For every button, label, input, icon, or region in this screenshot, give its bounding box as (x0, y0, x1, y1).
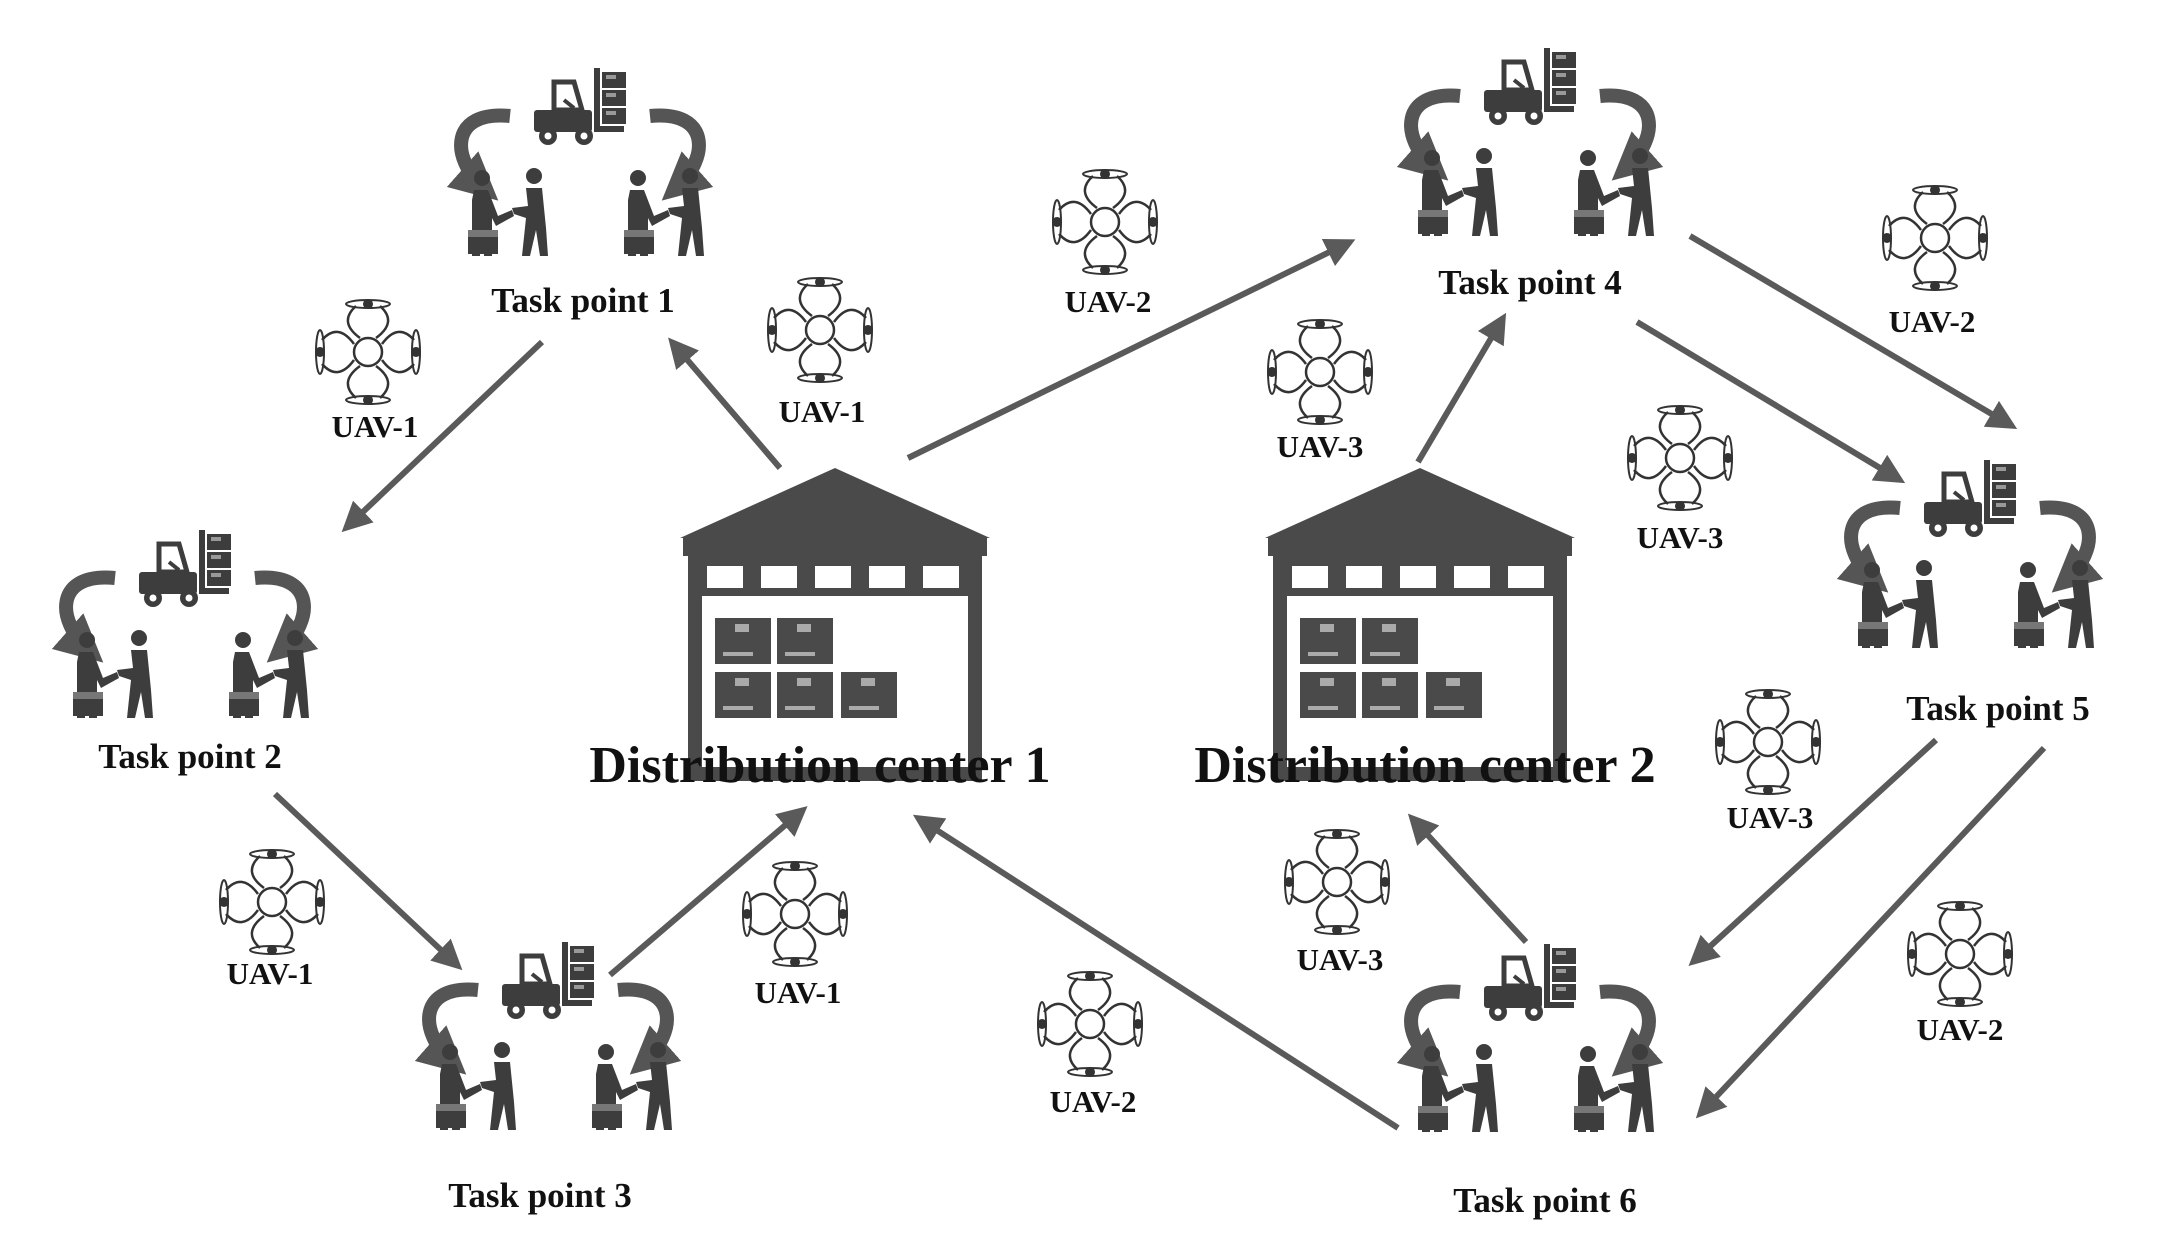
task-point-5: Task point 5 (1851, 460, 2094, 728)
route-arrows (272, 233, 2047, 1131)
forklift-handover-icon (461, 68, 704, 256)
uav-label: UAV-1 (779, 394, 866, 429)
task-point-2-label: Task point 2 (98, 737, 282, 776)
forklift-handover-icon (1851, 460, 2094, 648)
arrow-tp2-tp3 (272, 791, 463, 971)
forklift-handover-icon (429, 942, 672, 1130)
task-point-6: Task point 6 (1411, 944, 1654, 1220)
arrow-tp5-tp6-uav2 (1695, 745, 2047, 1119)
uav-marker: UAV-2 (1905, 899, 2015, 1047)
uav-label: UAV-3 (1297, 942, 1384, 977)
distribution-center-1-label: Distribution center 1 (589, 737, 1050, 794)
uav-label: UAV-2 (1917, 1012, 2004, 1047)
warehouse-icon (680, 468, 990, 774)
arrow-dc2-tp4 (1415, 312, 1507, 464)
task-point-5-label: Task point 5 (1906, 689, 2090, 728)
uav-label: UAV-1 (227, 956, 314, 991)
arrow-dc1-tp1 (668, 337, 783, 470)
uav-icon (1880, 183, 1990, 293)
uav-marker: UAV-2 (1035, 969, 1145, 1119)
distribution-center-2: Distribution center 2 (1194, 468, 1656, 794)
arrow-tp1-tp2 (341, 339, 545, 533)
arrow-tp6-dc2 (1407, 813, 1529, 945)
uav-icon (1905, 899, 2015, 1009)
distribution-center-2-label: Distribution center 2 (1194, 737, 1655, 794)
uav-label: UAV-3 (1727, 800, 1814, 835)
uav-marker: UAV-1 (313, 297, 423, 444)
forklift-handover-icon (1411, 944, 1654, 1132)
arrow-tp4-tp5-uav2 (1688, 233, 2018, 430)
task-point-6-label: Task point 6 (1453, 1181, 1637, 1220)
uav-label: UAV-2 (1065, 284, 1152, 319)
uav-label: UAV-3 (1637, 520, 1724, 555)
task-point-1-label: Task point 1 (491, 281, 675, 320)
uav-marker: UAV-3 (1625, 403, 1735, 555)
uav-label: UAV-2 (1889, 304, 1976, 339)
uav-marker: UAV-1 (217, 847, 327, 991)
task-point-1: Task point 1 (461, 68, 704, 320)
uav-icon (1265, 317, 1375, 427)
uav-icon (765, 275, 875, 385)
arrow-dc1-tp4 (906, 239, 1356, 461)
uav-label: UAV-3 (1277, 429, 1364, 464)
forklift-handover-icon (66, 530, 309, 718)
arrow-tp5-tp6-uav3 (1688, 737, 1939, 967)
uav-label: UAV-1 (755, 975, 842, 1010)
arrow-tp3-dc1 (608, 806, 808, 978)
uav-marker: UAV-3 (1265, 317, 1375, 464)
uav-marker: UAV-2 (1880, 183, 1990, 339)
uav-icon (217, 847, 327, 957)
uav-icon (1050, 167, 1160, 277)
uav-icon (740, 859, 850, 969)
uav-marker: UAV-2 (1050, 167, 1160, 319)
uav-marker: UAV-1 (740, 859, 850, 1010)
uav-marker: UAV-3 (1713, 687, 1823, 835)
task-point-3: Task point 3 (429, 942, 672, 1215)
uav-icon (313, 297, 423, 407)
task-point-3-label: Task point 3 (448, 1176, 632, 1215)
uav-icon (1713, 687, 1823, 797)
distribution-center-1: Distribution center 1 (589, 468, 1051, 794)
uav-icon (1035, 969, 1145, 1079)
warehouse-icon (1265, 468, 1575, 774)
uav-label: UAV-1 (332, 409, 419, 444)
uav-marker: UAV-1 (765, 275, 875, 429)
task-point-2: Task point 2 (66, 530, 309, 776)
uav-icon (1625, 403, 1735, 513)
forklift-handover-icon (1411, 48, 1654, 236)
task-point-4-label: Task point 4 (1438, 263, 1622, 302)
uav-label: UAV-2 (1050, 1084, 1137, 1119)
uav-icon (1282, 827, 1392, 937)
uav-marker: UAV-3 (1282, 827, 1392, 977)
arrow-tp4-tp5-uav3 (1635, 319, 1906, 484)
task-point-4: Task point 4 (1411, 48, 1654, 302)
arrow-tp6-dc1 (912, 814, 1400, 1131)
